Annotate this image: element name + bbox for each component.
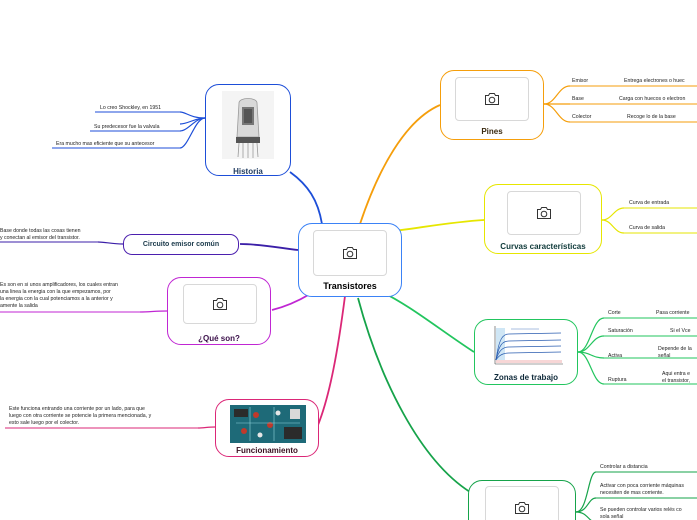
curvas-leaf-2: Curva de salida [629, 225, 666, 231]
que-son-desc-2: una linea la energia con la que empezamo… [0, 289, 111, 295]
pines-node[interactable]: Pines [440, 70, 544, 140]
funcionamiento-desc-2: luego con otra corriente se potencie la … [9, 413, 152, 419]
pines-row-2-name: Base [572, 96, 584, 102]
central-topic-node[interactable]: Transistores [298, 223, 402, 297]
aplicaciones-image-placeholder [485, 486, 559, 520]
zonas-row-4-name: Ruptura [608, 377, 627, 383]
camera-icon [537, 207, 551, 219]
aplicaciones-node[interactable] [468, 480, 576, 520]
aplicaciones-leaf-3-line-2: sola señal [600, 514, 624, 520]
zonas-row-2-desc: Si el Vce [670, 328, 691, 334]
circuit-board-image [230, 405, 306, 443]
que-son-desc-3: la energia con la cual potenciamos a la … [0, 296, 113, 302]
pines-row-3-desc: Recoge lo de la base [627, 114, 676, 120]
zonas-row-1-desc: Pasa corriente [656, 310, 690, 316]
pines-image-placeholder [455, 77, 529, 121]
que-son-image-placeholder [183, 284, 257, 324]
circuito-desc-1: Base donde todas las cosas tienen [0, 228, 81, 234]
zonas-node[interactable]: Zonas de trabajo [474, 319, 578, 385]
zonas-row-4-desc-2: el transistor, [662, 378, 690, 384]
funcionamiento-desc-3: esto sale luego por el colector. [9, 420, 80, 426]
circuito-emisor-node[interactable]: Circuito emisor común [123, 234, 239, 255]
vacuum-tube-image [222, 91, 274, 159]
funcionamiento-title: Funcionamiento [236, 446, 298, 455]
historia-leaf-1: Lo creo Shockley, en 1951 [100, 105, 162, 111]
pines-row-1-name: Emisor [572, 78, 589, 84]
camera-icon [343, 247, 357, 259]
zonas-row-3-desc-2: señal [658, 353, 671, 359]
pines-row-3-name: Colector [572, 114, 592, 120]
que-son-title: ¿Qué son? [198, 334, 240, 343]
zonas-row-3-name: Activa [608, 353, 623, 359]
circuito-desc-2: y conectan al emisor del transistor. [0, 235, 80, 241]
que-son-desc-4: amente la salida [0, 303, 38, 309]
curvas-leaf-1: Curva de entrada [629, 200, 670, 206]
pines-row-1-desc: Entrega electrones o huec [624, 78, 685, 84]
camera-icon [213, 298, 227, 310]
aplicaciones-leaf-3-line-1: Se pueden controlar varios relés co [600, 507, 682, 513]
zonas-row-3-desc-1: Depende de la [658, 346, 692, 352]
pines-row-2-desc: Carga con huecos o electron [619, 96, 686, 102]
aplicaciones-leaf-1: Controlar a distancia [600, 464, 648, 470]
funcionamiento-desc-1: Este funciona entrando una corriente por… [9, 406, 145, 412]
que-son-node[interactable]: ¿Qué son? [167, 277, 271, 345]
zonas-row-1-name: Corte [608, 310, 621, 316]
historia-leaf-3: Era mucho mas eficiente que su antecesor [56, 141, 155, 147]
curvas-title: Curvas características [500, 242, 586, 251]
central-title: Transistores [323, 281, 377, 291]
pines-title: Pines [481, 127, 503, 136]
historia-node[interactable]: Historia [205, 84, 291, 176]
historia-title: Historia [233, 167, 263, 176]
curvas-image-placeholder [507, 191, 581, 235]
zonas-row-2-name: Saturación [608, 328, 633, 334]
central-image-placeholder [313, 230, 387, 276]
que-son-desc-1: Es son en si unos amplificadores, los cu… [0, 282, 118, 288]
zonas-title: Zonas de trabajo [493, 373, 558, 382]
camera-icon [485, 93, 499, 105]
historia-leaf-2: Su predecesor fue la valvula [94, 124, 160, 130]
camera-icon [515, 502, 529, 514]
funcionamiento-node[interactable]: Funcionamiento [215, 399, 319, 457]
zonas-row-4-desc-1: Aqui entra e [662, 371, 690, 377]
zonas-graph-image [489, 324, 565, 368]
aplicaciones-leaf-2-line-1: Activar con poca corriente máquinas [600, 483, 684, 489]
curvas-node[interactable]: Curvas características [484, 184, 602, 254]
aplicaciones-leaf-2-line-2: necesiten de mas corriente. [600, 490, 664, 496]
